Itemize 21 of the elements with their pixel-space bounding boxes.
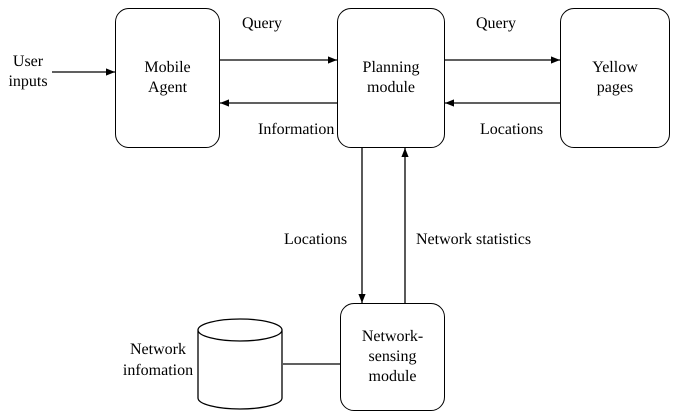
node-label: Yellow pages bbox=[591, 58, 639, 98]
input-label: User inputs bbox=[7, 52, 49, 92]
database-cylinder bbox=[197, 318, 283, 410]
arrow bbox=[358, 148, 366, 303]
arrow bbox=[220, 99, 337, 107]
process-box bbox=[337, 8, 445, 148]
process-box bbox=[340, 303, 445, 411]
arrow bbox=[445, 99, 560, 107]
node-label: Network-sensing module bbox=[360, 327, 424, 387]
node-caption: Network infomation bbox=[122, 340, 194, 381]
process-box bbox=[115, 8, 220, 148]
edge-label: Query bbox=[474, 14, 518, 34]
node-label: Mobile Agent bbox=[143, 58, 192, 98]
edge-label: Query bbox=[240, 14, 284, 34]
connector-line bbox=[283, 363, 340, 365]
node-label: Planning module bbox=[362, 58, 420, 98]
arrow bbox=[401, 148, 409, 303]
arrow bbox=[52, 68, 115, 76]
arrow bbox=[220, 56, 337, 64]
process-box bbox=[560, 8, 670, 148]
arrow bbox=[445, 56, 560, 64]
